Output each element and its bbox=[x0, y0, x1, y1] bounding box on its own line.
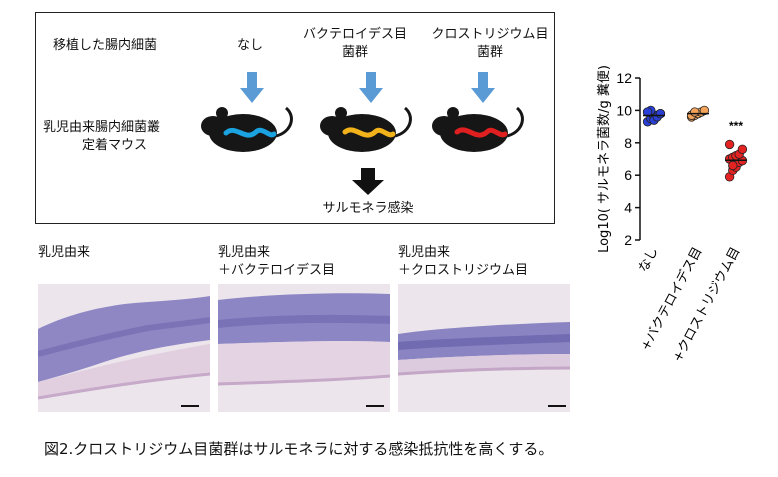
histology-image bbox=[398, 284, 570, 412]
y-tick-label: 12 bbox=[616, 70, 632, 86]
schema-panel bbox=[35, 12, 555, 224]
data-point bbox=[724, 139, 735, 150]
bacteria-icon bbox=[342, 127, 396, 138]
mouse-icon bbox=[201, 106, 293, 152]
arrow-down-black-icon bbox=[352, 168, 384, 195]
hist-label-3-line2: ＋クロストリジウム目 bbox=[398, 263, 529, 278]
data-point bbox=[728, 160, 738, 171]
row1-label: 移植した腸内細菌 bbox=[53, 38, 158, 53]
row2-label-line1: 乳児由来腸内細菌叢 bbox=[43, 120, 161, 135]
row2-label-line2: 定着マウス bbox=[82, 138, 148, 153]
mouse-icon bbox=[320, 106, 412, 152]
data-point bbox=[699, 105, 710, 116]
arrow-down-icon bbox=[240, 72, 264, 103]
bacteria-icon bbox=[454, 127, 508, 138]
hist-label-3-line1: 乳児由来 bbox=[398, 245, 451, 260]
data-point bbox=[690, 107, 700, 117]
group-label-bacteroidales-2: 菌群 bbox=[341, 45, 368, 60]
group-label-clostridiales-1: クロストリジウム目 bbox=[431, 27, 549, 42]
y-tick-label: 2 bbox=[624, 232, 632, 248]
y-axis-label: Log10( サルモネラ菌数/g 糞便) bbox=[597, 65, 612, 253]
histology-image bbox=[38, 284, 210, 412]
bacteria-icon bbox=[223, 127, 277, 138]
hist-label-2-line1: 乳児由来 bbox=[218, 245, 271, 260]
schema-graphics bbox=[201, 72, 524, 195]
histology-image bbox=[218, 284, 390, 412]
y-tick-label: 8 bbox=[624, 135, 632, 151]
data-point bbox=[655, 108, 666, 119]
arrow-down-icon bbox=[471, 72, 495, 103]
significance-label: *** bbox=[729, 119, 743, 133]
hist-label-2-line2: ＋バクテロイデス目 bbox=[218, 263, 336, 278]
mouse-icon bbox=[432, 106, 524, 152]
outcome-label: サルモネラ感染 bbox=[322, 201, 414, 216]
group-label-none: なし bbox=[236, 38, 263, 53]
hist-label-1: 乳児由来 bbox=[38, 245, 91, 260]
arrow-down-icon bbox=[359, 72, 383, 103]
y-tick-label: 6 bbox=[624, 167, 632, 183]
data-point bbox=[642, 107, 653, 117]
group-label-clostridiales-2: 菌群 bbox=[476, 45, 503, 60]
group-label-bacteroidales-1: バクテロイデス目 bbox=[302, 27, 407, 42]
data-point bbox=[737, 144, 748, 154]
y-tick-label: 10 bbox=[616, 102, 632, 118]
x-category-label: なし bbox=[636, 245, 661, 275]
figure-caption: 図2.クロストリジウム目菌群はサルモネラに対する感染抵抗性を高くする。 bbox=[44, 440, 554, 458]
x-category-label: +クロストリジウム目 bbox=[670, 245, 743, 365]
y-tick-label: 4 bbox=[624, 200, 632, 216]
